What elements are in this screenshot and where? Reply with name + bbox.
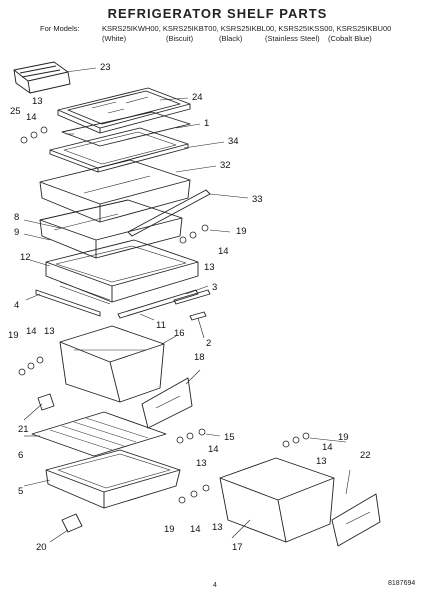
part-22-drawer-front [331,493,381,547]
part-23-small-bin [13,61,71,94]
leader-lines [23,67,351,543]
callout-13b: 13 [44,326,55,337]
callout-16: 16 [174,328,185,339]
callout-18: 18 [194,352,205,363]
color-black: (Black) [219,34,243,43]
part-21-clip [37,393,55,411]
callout-15: 15 [224,432,235,443]
callout-14c: 14 [208,444,219,455]
callout-5: 5 [18,486,24,497]
callout-14b: 14 [26,326,37,337]
part-4-rail [35,289,101,317]
callout-9: 9 [14,227,20,238]
part-12-4-drawer-frame [45,239,199,305]
callout-19b: 19 [8,330,19,341]
callout-13d: 13 [316,456,327,467]
callout-13: 13 [32,96,43,107]
callout-33: 33 [252,194,263,205]
callout-13e: 13 [212,522,223,533]
document-number: 8187694 [388,580,416,587]
callout-11: 11 [156,320,166,331]
part-11-slide [117,289,199,319]
callout-12: 12 [20,252,31,263]
callout-22: 22 [360,450,371,461]
callout-14: 14 [26,112,37,123]
callout-13a: 13 [204,262,215,273]
page-number: 4 [213,582,217,589]
callout-23: 23 [100,62,111,73]
color-biscuit: (Biscuit) [166,34,194,43]
part-8-9-crisper-pan [39,199,183,259]
callout-14a: 14 [218,246,229,257]
callout-32: 32 [220,160,231,171]
part-34-glass-insert [49,127,189,173]
callout-2: 2 [206,338,212,349]
model-codes: KSRS25IKWH00, KSRS25IKBT00, KSRS25IKBL00… [102,24,392,33]
callout-20: 20 [36,542,47,553]
callout-14e: 14 [190,524,201,535]
part-5-lower-tray [45,449,181,509]
callout-19a: 19 [236,226,247,237]
callout-24: 24 [192,92,203,103]
callout-14d: 14 [322,442,333,453]
part-20-latch [61,513,83,533]
part-17-lower-drawer [219,457,335,543]
part-16-upper-drawer [59,325,165,403]
callout-17: 17 [232,542,243,553]
callout-8: 8 [14,212,20,223]
callout-1: 1 [204,118,210,129]
callout-6: 6 [18,450,24,461]
callout-4: 4 [14,300,20,311]
callout-25: 25 [10,106,21,117]
part-2-clip [189,311,207,321]
part-1-trim [61,111,191,147]
fastener-stacks [18,126,310,504]
callout-21: 21 [18,424,29,435]
part-32-crisper-cover [39,159,191,223]
part-3-slide [173,289,211,305]
part-24-glass-shelf [57,87,191,134]
models-label: For Models: [40,24,80,33]
callout-13c: 13 [196,458,207,469]
callout-34: 34 [228,136,239,147]
color-white: (White) [102,34,127,43]
callout-19c: 19 [338,432,349,443]
callout-3: 3 [212,282,218,293]
color-stainless-steel: (Stainless Steel) [265,34,320,43]
part-6-wire-shelf [31,411,167,457]
page-title: REFRIGERATOR SHELF PARTS [107,6,328,21]
color-cobalt-blue: (Cobalt Blue) [328,34,372,43]
callout-19d: 19 [164,524,175,535]
part-18-drawer-front [141,377,193,429]
